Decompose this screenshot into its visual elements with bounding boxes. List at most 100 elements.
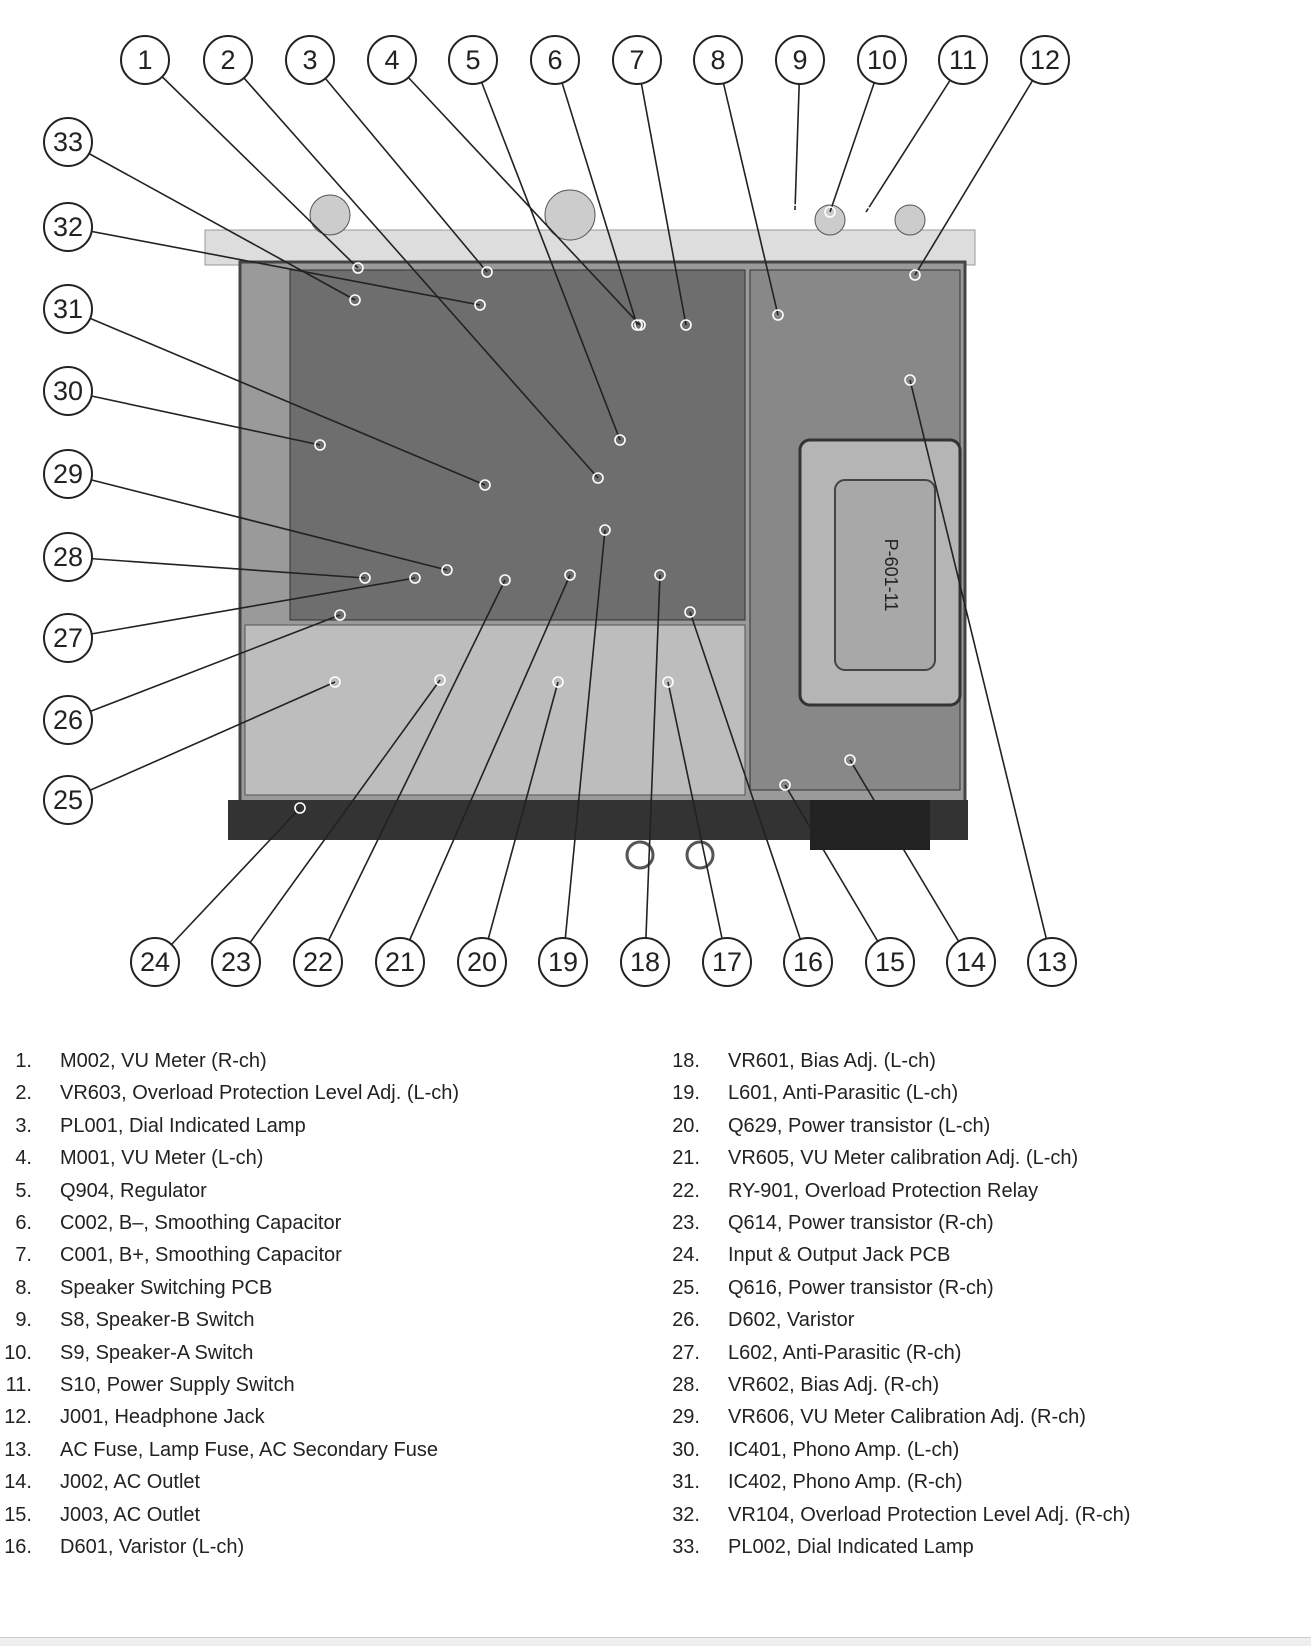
target-marker-10 xyxy=(824,206,836,218)
legend-item: 11.S10, Power Supply Switch xyxy=(0,1369,459,1401)
legend-text: S8, Speaker-B Switch xyxy=(60,1309,255,1332)
legend-item: 6.C002, B–, Smoothing Capacitor xyxy=(0,1207,459,1239)
leader-line-9 xyxy=(794,59,801,211)
legend-number: 25. xyxy=(672,1276,700,1299)
legend-text: RY-901, Overload Protection Relay xyxy=(728,1179,1039,1202)
target-marker-15 xyxy=(779,779,791,791)
leader-line-18 xyxy=(644,574,661,963)
legend-text: C002, B–, Smoothing Capacitor xyxy=(60,1212,342,1235)
legend-item: 4. M001, VU Meter (L-ch) xyxy=(0,1142,459,1174)
target-marker-3 xyxy=(481,266,493,278)
target-marker-21 xyxy=(564,569,576,581)
callout-12: 12 xyxy=(1020,35,1070,85)
leader-line-17 xyxy=(667,681,728,963)
leader-line-14 xyxy=(849,759,972,963)
target-marker-33 xyxy=(349,294,361,306)
target-marker-32 xyxy=(474,299,486,311)
legend-right-column: 18.VR601, Bias Adj. (L-ch)19.L601, Anti-… xyxy=(668,1045,1130,1564)
target-marker-22 xyxy=(499,574,511,586)
legend-item: 18.VR601, Bias Adj. (L-ch) xyxy=(668,1045,1130,1077)
leader-line-32 xyxy=(67,226,481,306)
legend-text: Speaker Switching PCB xyxy=(60,1276,273,1299)
legend-number: 4. xyxy=(15,1147,32,1170)
target-marker-2 xyxy=(592,472,604,484)
legend-number: 10. xyxy=(4,1341,32,1364)
legend-text: D601, Varistor (L-ch) xyxy=(60,1536,245,1559)
legend-text: D602, Varistor xyxy=(728,1309,855,1332)
legend-text: Q904, Regulator xyxy=(60,1179,207,1202)
target-marker-6 xyxy=(631,319,643,331)
legend-item: 14.J002, AC Outlet xyxy=(0,1466,459,1498)
callout-27: 27 xyxy=(43,613,93,663)
target-marker-12 xyxy=(909,269,921,281)
legend-text: C001, B+, Smoothing Capacitor xyxy=(60,1244,342,1267)
callout-18: 18 xyxy=(620,937,670,987)
legend-item: 15. J003, AC Outlet xyxy=(0,1499,459,1531)
legend-text: L601, Anti-Parasitic (L-ch) xyxy=(728,1082,959,1105)
leader-line-13 xyxy=(909,379,1053,963)
callout-31: 31 xyxy=(43,284,93,334)
callout-10: 10 xyxy=(857,35,907,85)
legend-text: M001, VU Meter (L-ch) xyxy=(60,1147,264,1170)
callout-29: 29 xyxy=(43,449,93,499)
legend-text: VR602, Bias Adj. (R-ch) xyxy=(728,1374,940,1397)
legend-text: VR605, VU Meter calibration Adj. (L-ch) xyxy=(728,1147,1079,1170)
callout-21: 21 xyxy=(375,937,425,987)
legend-text: PL002, Dial Indicated Lamp xyxy=(728,1536,974,1559)
legend-item: 22.RY-901, Overload Protection Relay xyxy=(668,1175,1130,1207)
callout-22: 22 xyxy=(293,937,343,987)
legend-number: 27. xyxy=(672,1341,700,1364)
chassis-photo: P-601-11 xyxy=(204,189,976,870)
leader-line-2 xyxy=(227,59,599,479)
callout-15: 15 xyxy=(865,937,915,987)
leader-line-11 xyxy=(865,59,964,213)
callout-20: 20 xyxy=(457,937,507,987)
target-marker-31 xyxy=(479,479,491,491)
callout-5: 5 xyxy=(448,35,498,85)
legend-number: 32. xyxy=(672,1503,700,1526)
legend-item: 3.PL001, Dial Indicated Lamp xyxy=(0,1110,459,1142)
legend-number: 21. xyxy=(672,1147,700,1170)
leader-line-10 xyxy=(829,59,883,213)
legend-text: PL001, Dial Indicated Lamp xyxy=(60,1114,306,1137)
callout-26: 26 xyxy=(43,695,93,745)
legend-item: 7.C001, B+, Smoothing Capacitor xyxy=(0,1239,459,1271)
legend-text: IC402, Phono Amp. (R-ch) xyxy=(728,1471,963,1494)
callout-30: 30 xyxy=(43,366,93,416)
leader-line-23 xyxy=(235,679,441,963)
target-marker-26 xyxy=(334,609,346,621)
legend-text: VR601, Bias Adj. (L-ch) xyxy=(728,1050,936,1072)
callout-32: 32 xyxy=(43,202,93,252)
callout-17: 17 xyxy=(702,937,752,987)
legend-text: Input & Output Jack PCB xyxy=(728,1244,951,1267)
legend-text: J003, AC Outlet xyxy=(60,1503,201,1526)
legend-number: 15. xyxy=(4,1503,32,1526)
legend-number: 1. xyxy=(15,1050,32,1072)
bottom-edge xyxy=(0,1637,1311,1646)
legend-number: 20. xyxy=(672,1114,700,1137)
transformer-marking: P-601-11 xyxy=(881,539,901,612)
callout-23: 23 xyxy=(211,937,261,987)
target-marker-14 xyxy=(844,754,856,766)
legend-text: Q614, Power transistor (R-ch) xyxy=(728,1212,994,1235)
leader-line-12 xyxy=(914,59,1046,276)
legend-number: 30. xyxy=(672,1438,700,1461)
leader-line-31 xyxy=(67,308,486,486)
legend-text: J001, Headphone Jack xyxy=(60,1406,265,1429)
target-marker-25 xyxy=(329,676,341,688)
callout-9: 9 xyxy=(775,35,825,85)
legend-number: 5. xyxy=(15,1179,32,1202)
target-marker-17 xyxy=(662,676,674,688)
legend-item: 1.M002, VU Meter (R-ch) xyxy=(0,1045,459,1077)
target-marker-30 xyxy=(314,439,326,451)
callout-4: 4 xyxy=(367,35,417,85)
target-marker-18 xyxy=(654,569,666,581)
target-marker-8 xyxy=(772,309,784,321)
leader-line-19 xyxy=(562,529,606,963)
target-marker-9 xyxy=(789,204,801,216)
legend-item: 9.S8, Speaker-B Switch xyxy=(0,1304,459,1336)
leader-line-25 xyxy=(67,681,336,801)
legend-item: 8.Speaker Switching PCB xyxy=(0,1272,459,1304)
callout-13: 13 xyxy=(1027,937,1077,987)
